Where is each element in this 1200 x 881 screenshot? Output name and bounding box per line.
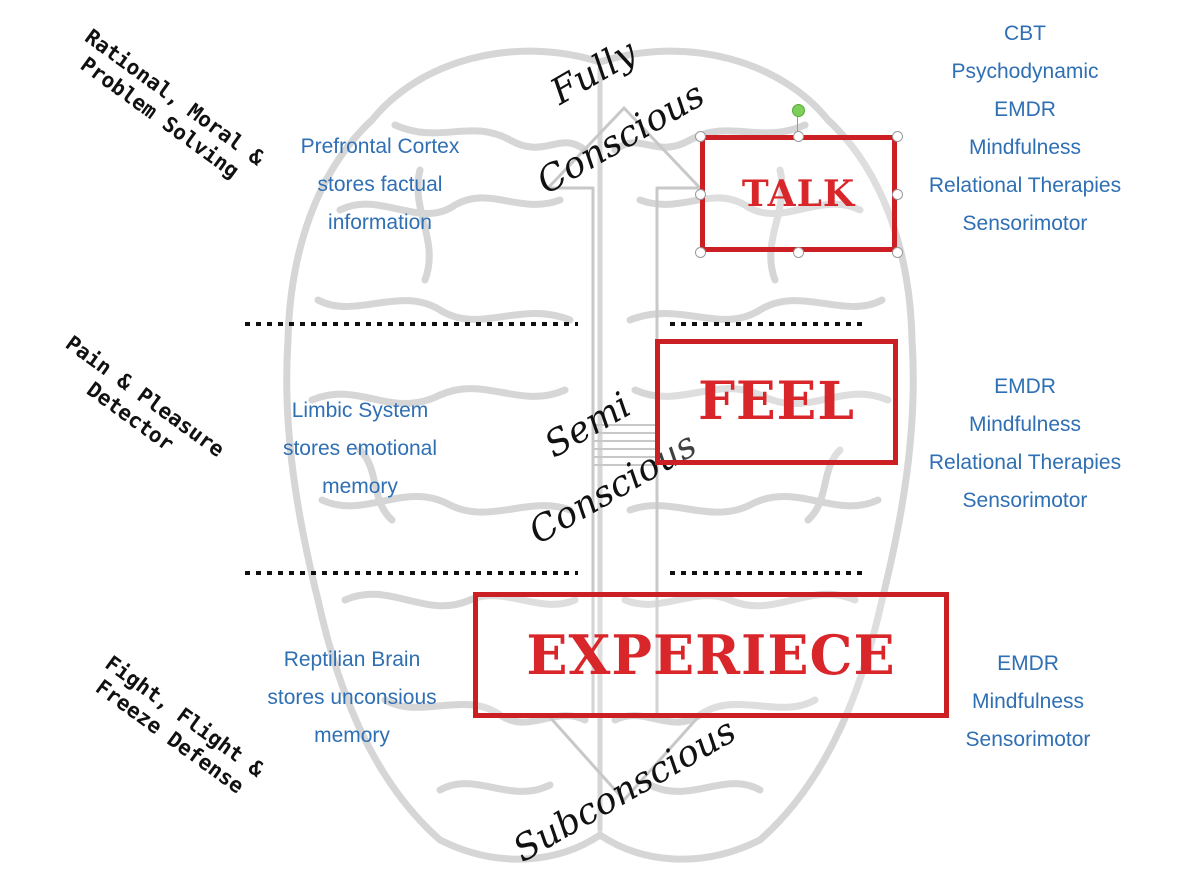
therapy-item: Sensorimotor — [962, 489, 1088, 512]
therapy-item: EMDR — [997, 652, 1059, 675]
therapy-item: Mindfulness — [968, 413, 1082, 436]
resize-handle-left[interactable] — [695, 189, 706, 200]
resize-handle-top-right[interactable] — [892, 131, 903, 142]
region-reptilian-brain: Reptilian Brain stores unconsious memory — [267, 648, 437, 747]
therapy-list-feel: EMDR Mindfulness Relational Therapies Se… — [905, 368, 1145, 520]
therapy-item: Sensorimotor — [962, 212, 1088, 235]
therapy-item: Relational Therapies — [928, 451, 1122, 474]
therapy-item: Relational Therapies — [928, 174, 1122, 197]
resize-handle-bottom-left[interactable] — [695, 247, 706, 258]
therapy-item: Mindfulness — [968, 136, 1082, 159]
therapy-item: Mindfulness — [971, 690, 1085, 713]
therapy-item: Psychodynamic — [951, 60, 1099, 83]
therapy-item: Sensorimotor — [965, 728, 1091, 751]
feel-box[interactable]: FEEL — [655, 339, 898, 465]
region-prefrontal-cortex: Prefrontal Cortex stores factual informa… — [300, 135, 460, 234]
therapy-list-talk: CBT Psychodynamic EMDR Mindfulness Relat… — [905, 15, 1145, 243]
level-dividers — [245, 322, 862, 575]
therapy-list-experience: EMDR Mindfulness Sensorimotor — [908, 645, 1148, 759]
experience-box[interactable]: EXPERIECE — [473, 592, 949, 718]
rotation-handle[interactable] — [792, 104, 805, 117]
talk-box[interactable]: TALK — [700, 135, 897, 252]
resize-handle-bottom[interactable] — [793, 247, 804, 258]
therapy-item: EMDR — [994, 98, 1056, 121]
resize-handle-top[interactable] — [793, 131, 804, 142]
resize-handle-right[interactable] — [892, 189, 903, 200]
experience-label: EXPERIECE — [526, 623, 896, 687]
resize-handle-bottom-right[interactable] — [892, 247, 903, 258]
talk-label: TALK — [741, 172, 856, 215]
resize-handle-top-left[interactable] — [695, 131, 706, 142]
therapy-item: CBT — [1004, 22, 1046, 45]
feel-label: FEEL — [698, 371, 855, 432]
therapy-item: EMDR — [994, 375, 1056, 398]
rotation-handle-line — [797, 113, 798, 135]
region-limbic-system: Limbic System stores emotional memory — [282, 399, 438, 498]
